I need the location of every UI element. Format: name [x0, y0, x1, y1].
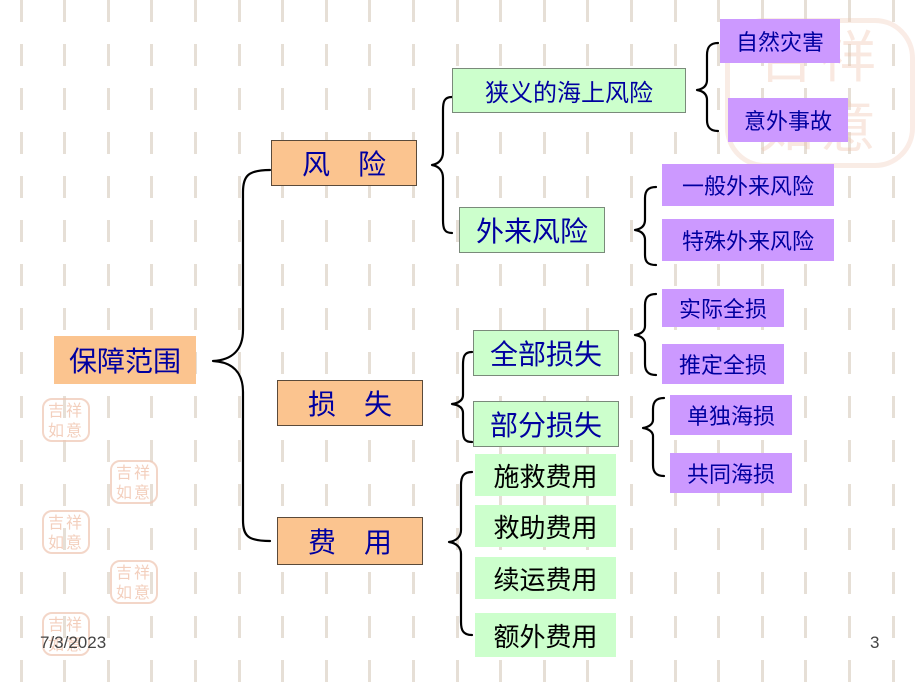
loss-brace: [450, 350, 474, 444]
leaf-salvage-charge: 救助费用: [475, 505, 616, 547]
leaf-general-external-risk: 一般外来风险: [662, 164, 834, 206]
leaf-accident: 意外事故: [728, 98, 848, 142]
narrow-risk-brace: [695, 41, 720, 133]
node-external-risk: 外来风险: [459, 207, 605, 253]
node-partial-loss: 部分损失: [473, 401, 619, 447]
decorative-seal: 吉祥如意: [110, 460, 158, 504]
leaf-special-external-risk: 特殊外来风险: [662, 219, 834, 261]
decorative-seal: 吉祥如意: [110, 560, 158, 604]
branch-risk: 风 险: [271, 140, 417, 186]
footer-date: 7/3/2023: [40, 633, 107, 652]
leaf-sue-and-labor-expense: 施救费用: [475, 454, 616, 496]
leaf-actual-total-loss: 实际全损: [662, 289, 784, 327]
root-node: 保障范围: [54, 336, 196, 384]
leaf-extra-charge: 额外费用: [475, 613, 616, 657]
branch-expense: 费 用: [277, 517, 423, 565]
root-brace: [211, 168, 272, 543]
expense-brace: [447, 470, 474, 637]
leaf-general-average: 共同海损: [670, 453, 792, 493]
leaf-constructive-total-loss: 推定全损: [662, 344, 784, 384]
partial-loss-brace: [641, 396, 666, 478]
total-loss-brace: [633, 292, 658, 377]
leaf-natural-disaster: 自然灾害: [720, 19, 840, 63]
decorative-seal: 吉祥如意: [42, 510, 90, 554]
risk-brace: [430, 95, 454, 235]
node-narrow-marine-risk: 狭义的海上风险: [452, 68, 686, 113]
decorative-seal: 吉祥如意: [42, 612, 90, 656]
branch-loss: 损 失: [277, 380, 423, 426]
leaf-forwarding-charge: 续运费用: [475, 557, 616, 599]
leaf-particular-average: 单独海损: [670, 395, 792, 435]
footer-page-number: 3: [870, 633, 880, 652]
external-risk-brace: [633, 185, 658, 267]
decorative-seal: 吉祥如意: [42, 398, 90, 442]
node-total-loss: 全部损失: [473, 330, 619, 376]
